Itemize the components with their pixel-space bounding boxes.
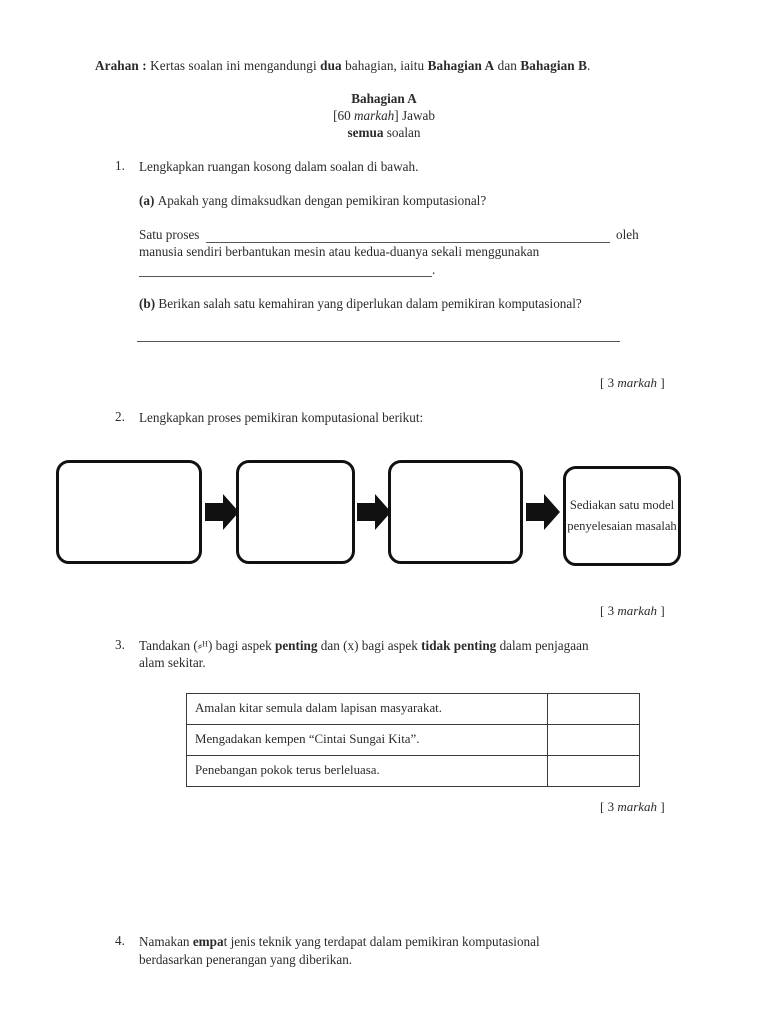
section-marks-suffix: ] Jawab	[394, 108, 435, 123]
question-3-number: 3.	[115, 637, 125, 652]
answer-rule-1b[interactable]	[137, 341, 620, 342]
q1-marks-number: 3	[607, 375, 615, 390]
q2-marks-bracket-close: ]	[657, 603, 665, 618]
section-marks-word: markah	[353, 108, 395, 123]
q4-stem-bold-empa: empa	[192, 934, 224, 949]
q2-marks-word: markah	[617, 603, 658, 618]
section-heading-block: Bahagian A [60 markah] Jawab semua soala…	[0, 90, 768, 141]
instruction-text-1: Kertas soalan ini mengandungi	[150, 58, 321, 73]
q2-marks-bracket-open: [	[600, 603, 608, 618]
instruction-text-4: .	[587, 58, 591, 73]
question-3-table: Amalan kitar semula dalam lapisan masyar…	[186, 693, 640, 787]
q3-marks-number: 3	[607, 799, 615, 814]
instruction-text-2: bahagian, iaitu	[341, 58, 428, 73]
section-marks-line: [60 markah] Jawab	[0, 107, 768, 124]
flow-box-4-label: Sediakan satu model penyelesaian masalah	[567, 498, 677, 533]
q3-stem-part3: dan (x) bagi aspek	[317, 638, 422, 653]
q1-marks-word: markah	[617, 375, 658, 390]
table-cell-answer[interactable]	[547, 755, 640, 787]
q1-marks-bracket-close: ]	[657, 375, 665, 390]
question-4-stem-line2: berdasarkan penerangan yang diberikan.	[139, 952, 353, 967]
table-cell-statement: Mengadakan kempen “Cintai Sungai Kita”.	[186, 724, 548, 756]
q1-marks-bracket-open: [	[600, 375, 608, 390]
question-1-stem: Lengkapkan ruangan kosong dalam soalan d…	[139, 159, 419, 174]
flow-box-1[interactable]	[56, 460, 202, 564]
q3-stem-bold-tidak-penting: tidak penting	[421, 638, 497, 653]
question-2-stem: Lengkapkan proses pemikiran komputasiona…	[139, 410, 424, 425]
table-row: Penebangan pokok terus berleluasa.	[186, 755, 640, 787]
q3-marks-word: markah	[617, 799, 658, 814]
answer-rule-1a-line3[interactable]	[139, 276, 432, 277]
instruction-bold-dua: dua	[320, 58, 342, 73]
section-title: Bahagian A	[351, 91, 417, 106]
question-1b-text: Berikan salah satu kemahiran yang diperl…	[158, 296, 582, 311]
tick-icon: ⸗ᴴ	[197, 638, 208, 653]
section-answer-all-rest: soalan	[383, 125, 421, 140]
question-1a-answer-line3-end: .	[432, 262, 436, 277]
q3-stem-bold-penting: penting	[274, 638, 318, 653]
q4-stem-part2: t jenis teknik yang terdapat dalam pemik…	[223, 934, 540, 949]
q3-stem-part4: dalam penjagaan	[496, 638, 589, 653]
question-4-stem: Namakan empat jenis teknik yang terdapat…	[139, 933, 684, 951]
question-4-number: 4.	[115, 933, 125, 948]
question-3-stem: Tandakan (⸗ᴴ) bagi aspek penting dan (x)…	[139, 637, 684, 655]
flow-arrow-2	[357, 492, 391, 532]
q4-stem-part1: Namakan	[139, 934, 193, 949]
section-answer-all-bold: semua	[347, 125, 384, 140]
instruction-bold-bahagian-a: Bahagian A	[427, 58, 495, 73]
table-cell-statement: Penebangan pokok terus berleluasa.	[186, 755, 548, 787]
flow-box-3[interactable]	[388, 460, 523, 564]
q3-stem-part1: Tandakan (	[139, 638, 198, 653]
table-cell-answer[interactable]	[547, 693, 640, 725]
table-cell-statement: Amalan kitar semula dalam lapisan masyar…	[186, 693, 548, 725]
flow-arrow-3	[526, 492, 560, 532]
question-3-stem-line2: alam sekitar.	[139, 655, 206, 670]
q3-marks-bracket-open: [	[600, 799, 608, 814]
question-1a-label: (a)	[139, 193, 155, 208]
question-1a-answer-line2: manusia sendiri berbantukan mesin atau k…	[139, 244, 540, 259]
instruction-bold-bahagian-b: Bahagian B	[520, 58, 588, 73]
question-1a: (a) Apakah yang dimaksudkan dengan pemik…	[139, 192, 699, 210]
instruction-text-3: dan	[494, 58, 521, 73]
flow-box-2[interactable]	[236, 460, 355, 564]
instruction-label: Arahan :	[95, 58, 147, 73]
question-1-number: 1.	[115, 158, 125, 173]
section-answer-all-line: semua soalan	[0, 124, 768, 141]
instruction-line: Arahan : Kertas soalan ini mengandungi d…	[95, 58, 590, 74]
q2-marks-number: 3	[607, 603, 615, 618]
section-marks-prefix: [60	[333, 108, 354, 123]
answer-rule-1a-line1[interactable]	[206, 242, 610, 243]
flow-arrow-1	[205, 492, 239, 532]
table-row: Amalan kitar semula dalam lapisan masyar…	[186, 693, 640, 725]
question-2-marks: [ 3 markah ]	[600, 603, 665, 619]
question-1a-answer-lead: Satu proses	[139, 227, 200, 242]
question-1a-answer-tail: oleh	[616, 227, 639, 242]
question-1b-label: (b)	[139, 296, 156, 311]
table-row: Mengadakan kempen “Cintai Sungai Kita”.	[186, 724, 640, 756]
question-2-number: 2.	[115, 409, 125, 424]
flow-box-4[interactable]: Sediakan satu model penyelesaian masalah	[563, 466, 681, 566]
q3-stem-part2: ) bagi aspek	[207, 638, 275, 653]
question-1-marks: [ 3 markah ]	[600, 375, 665, 391]
question-3-marks: [ 3 markah ]	[600, 799, 665, 815]
question-1a-text: Apakah yang dimaksudkan dengan pemikiran…	[157, 193, 487, 208]
question-1b: (b) Berikan salah satu kemahiran yang di…	[139, 295, 699, 313]
table-cell-answer[interactable]	[547, 724, 640, 756]
q3-marks-bracket-close: ]	[657, 799, 665, 814]
